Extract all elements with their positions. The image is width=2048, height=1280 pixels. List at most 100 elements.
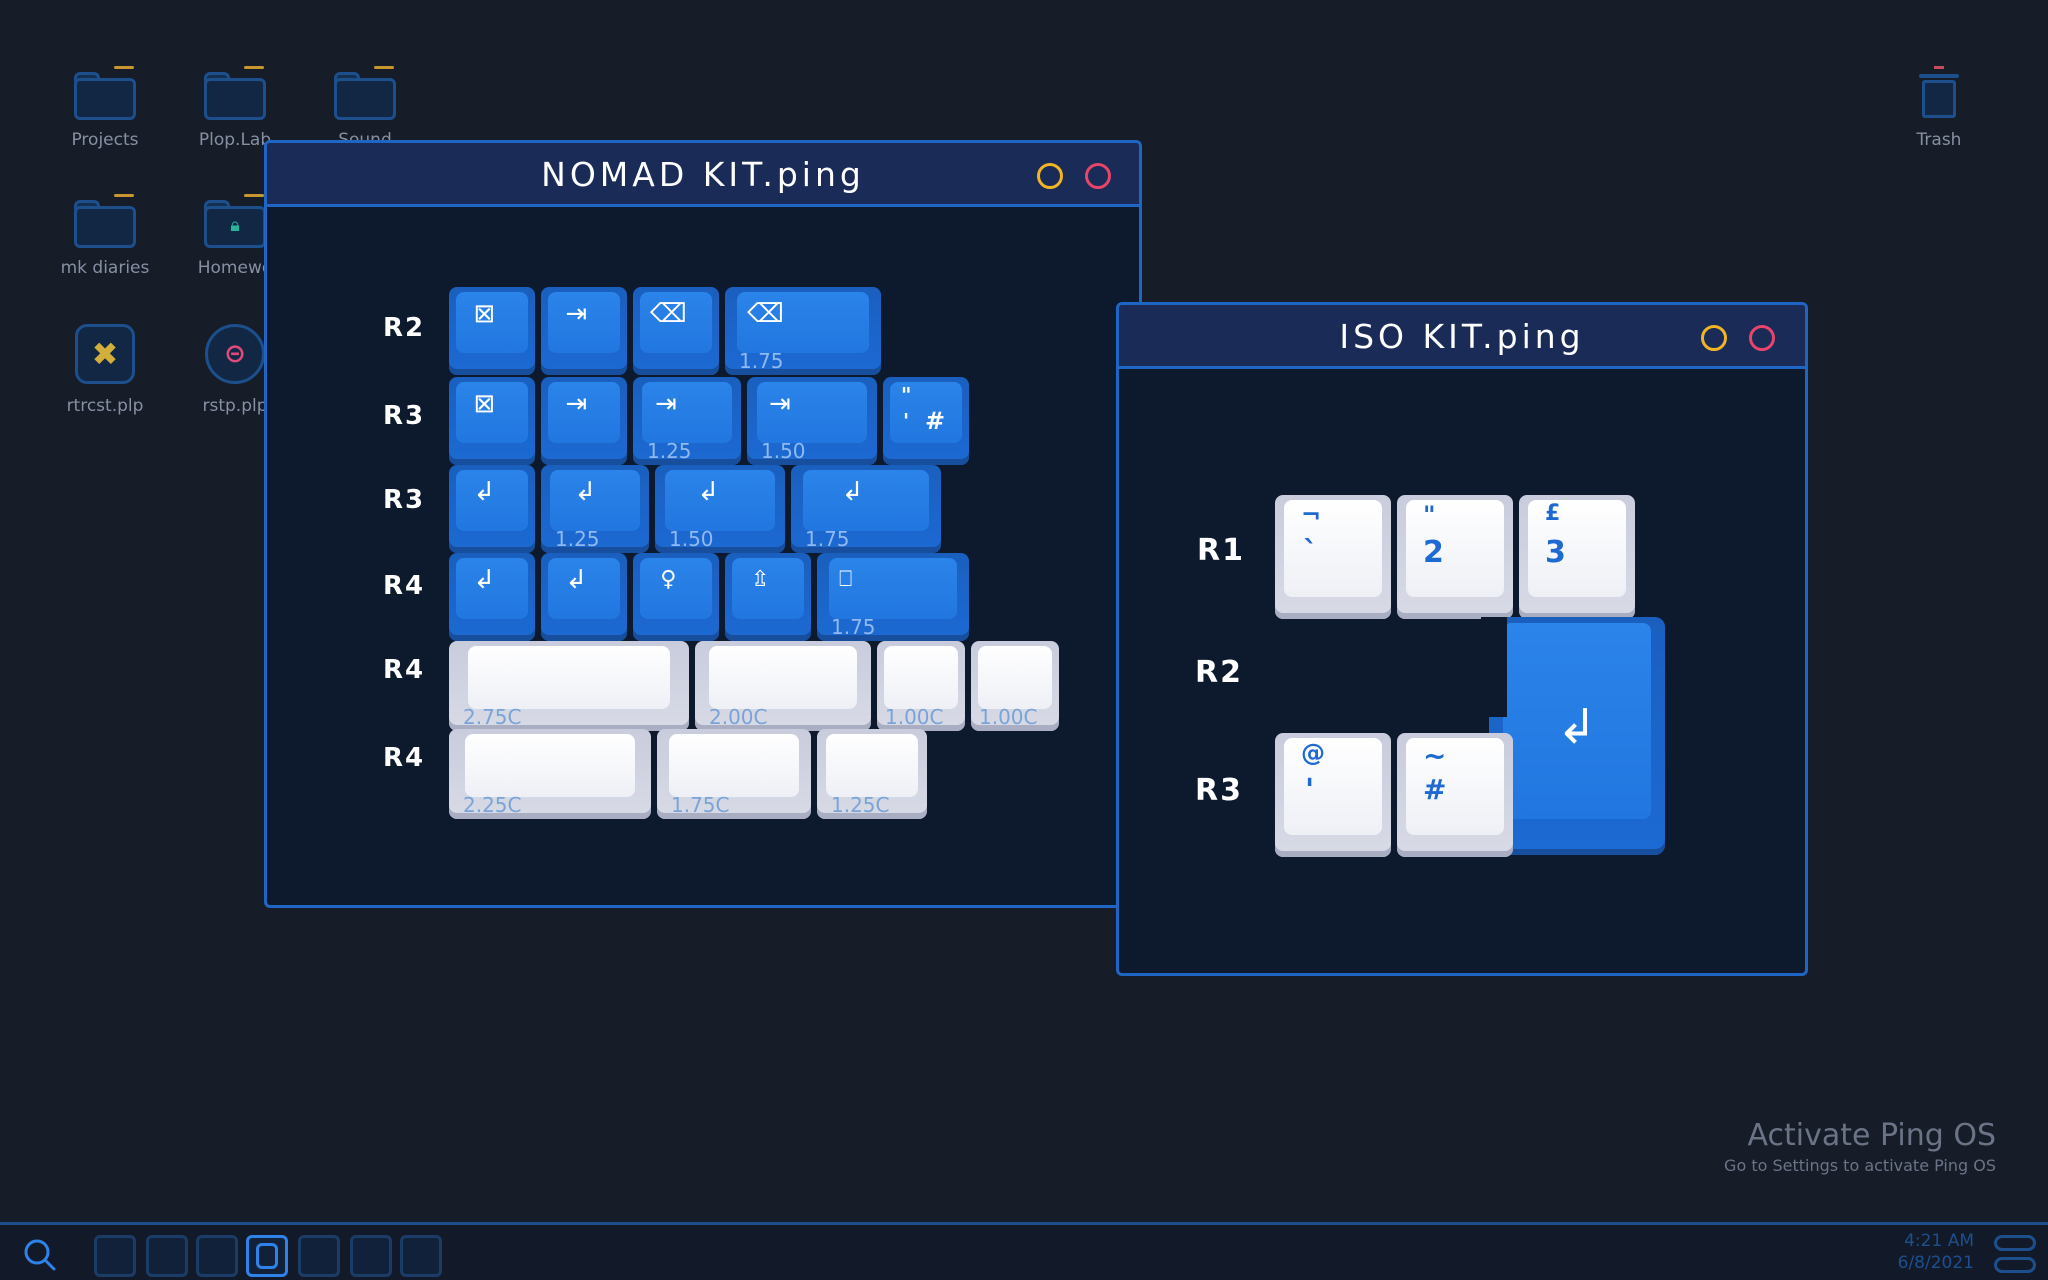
keycap-legend-bottom: ': [1305, 773, 1315, 808]
keycap-legend-top: ": [901, 383, 912, 407]
keycap-lock-175: ⎕ 1.75: [817, 553, 969, 641]
keycap-125: 1.25C: [817, 729, 927, 819]
keycap-175: 1.75C: [657, 729, 811, 819]
enter-icon: ↲: [574, 477, 597, 507]
tab-icon: ⇥: [655, 389, 677, 419]
desktop-icon-projects[interactable]: Projects: [40, 66, 170, 150]
row-label: R4: [383, 571, 426, 601]
taskbar-slot[interactable]: [298, 1235, 340, 1277]
keycap-size-label: 1.75: [739, 349, 784, 373]
keycap-grave: ¬ `: [1275, 495, 1391, 619]
search-icon[interactable]: [22, 1237, 58, 1273]
battery-icon[interactable]: [1994, 1235, 2036, 1251]
desktop-icon-label: Plop.Lab: [198, 130, 272, 150]
taskbar-slot[interactable]: [196, 1235, 238, 1277]
row-label: R4: [383, 743, 426, 773]
keycap-shift: ⇫: [725, 553, 811, 641]
keycap-iso-enter: ↲: [1489, 617, 1665, 855]
keycap-enter: ↲: [541, 553, 627, 641]
row-label: R4: [383, 655, 426, 685]
keycap-legend-top: ¬: [1301, 501, 1322, 529]
iso-kit-window[interactable]: ISO KIT.ping R1 R2 R3 ¬ ` " 2 £ 3 ↲ @ ' …: [1116, 302, 1808, 976]
close-button[interactable]: [1085, 163, 1111, 189]
close-button[interactable]: [1749, 325, 1775, 351]
app-icon: ⊝: [205, 324, 265, 384]
tab-icon: ⇥: [565, 389, 588, 419]
nomad-kit-window[interactable]: NOMAD KIT.ping R2 R3 R3 R4 R4 R4 ⊠ ⇥ ⌫ ⌫…: [264, 140, 1142, 908]
locked-folder-icon: 🔒︎: [202, 194, 268, 248]
window-titlebar[interactable]: NOMAD KIT.ping: [267, 143, 1139, 207]
enter-icon: ↲: [1556, 699, 1598, 755]
desktop-icon-label: mk diaries: [60, 258, 150, 278]
taskbar-slot[interactable]: [400, 1235, 442, 1277]
keycap-legend-bottom: 2: [1423, 535, 1444, 570]
window-titlebar[interactable]: ISO KIT.ping: [1119, 305, 1805, 369]
desktop-icon-sound[interactable]: Sound: [300, 66, 430, 150]
keycap-enter-150: ↲1.50: [655, 465, 785, 553]
clock-time: 4:21 AM: [1904, 1231, 1974, 1251]
lock-icon: 🔒︎: [230, 215, 240, 236]
keycap-legend-top: @: [1301, 739, 1325, 767]
enter-icon: ↲: [473, 477, 496, 507]
minimize-button[interactable]: [1037, 163, 1063, 189]
keycap-backspace-175: ⌫ 1.75: [725, 287, 881, 375]
clock-date: 6/8/2021: [1897, 1253, 1974, 1273]
desktop-icon-label: Projects: [71, 130, 139, 150]
desktop-icon-label: Homewo: [197, 258, 273, 278]
keycap-size-label: 2.00C: [709, 705, 768, 729]
row-label: R3: [1195, 773, 1243, 808]
taskbar-slot[interactable]: [350, 1235, 392, 1277]
desktop-icon-trash[interactable]: Trash: [1874, 66, 2004, 150]
desktop-icon-homework[interactable]: 🔒︎ Homewo: [170, 194, 300, 278]
backspace-icon: ⌫: [747, 299, 784, 329]
taskbar-app-active[interactable]: [246, 1235, 288, 1277]
keycap-legend-bottom: ': [903, 409, 910, 433]
lock-icon: ⎕: [839, 567, 853, 592]
escape-icon: ⊠: [473, 389, 496, 419]
keycap-3: £ 3: [1519, 495, 1635, 619]
keycap-enter-175: ↲1.75: [791, 465, 941, 553]
keycap-user: ♀: [633, 553, 719, 641]
keycap-legend-right: #: [925, 407, 946, 435]
keycap-legend-top: ~: [1423, 739, 1447, 772]
desktop-icon-mk-diaries[interactable]: mk diaries: [40, 194, 170, 278]
desktop-icon-rstp[interactable]: ⊝ rstp.plp: [170, 324, 300, 416]
keycap-size-label: 1.25: [647, 439, 692, 463]
keycap-size-label: 1.00C: [979, 705, 1038, 729]
folder-icon: [202, 66, 268, 120]
desktop-icon-label: rstp.plp: [202, 396, 268, 416]
desktop-icon-label: rtrcst.plp: [66, 396, 144, 416]
tab-icon: ⇥: [769, 389, 791, 419]
keycap-size-label: 1.75C: [671, 793, 730, 817]
tab-icon: ⇥: [565, 299, 588, 329]
keycap-backspace: ⌫: [633, 287, 719, 375]
keycap-size-label: 1.25: [555, 527, 600, 551]
keycap-enter: ↲: [449, 465, 535, 553]
escape-icon: ⊠: [473, 299, 496, 329]
keycap-legend-bottom: 3: [1545, 535, 1566, 570]
desktop-icon-plop-lab[interactable]: Plop.Lab: [170, 66, 300, 150]
keycap-tab: ⇥: [541, 287, 627, 375]
taskbar-slot[interactable]: [146, 1235, 188, 1277]
desktop-icon-rtrcst[interactable]: ✖ rtrcst.plp: [40, 324, 170, 416]
folder-icon: [72, 66, 138, 120]
enter-icon: ↲: [697, 477, 720, 507]
keycap-225: 2.25C: [449, 729, 651, 819]
backspace-icon: ⌫: [649, 299, 687, 329]
activation-subtitle: Go to Settings to activate Ping OS: [1724, 1156, 1996, 1175]
app-icon: ✖: [75, 324, 135, 384]
folder-icon: [72, 194, 138, 248]
keycap-size-label: 1.75: [831, 615, 876, 639]
wifi-icon[interactable]: [1994, 1257, 2036, 1273]
keycap-iso-hash: " ' #: [883, 377, 969, 465]
trash-icon: [1919, 66, 1959, 118]
keycap-2: " 2: [1397, 495, 1513, 619]
keycap-100: 1.00C: [971, 641, 1059, 731]
taskbar-slot[interactable]: [94, 1235, 136, 1277]
keycap-tab-125: ⇥ 1.25: [633, 377, 741, 465]
minimize-button[interactable]: [1701, 325, 1727, 351]
shift-icon: ⇫: [751, 567, 770, 592]
keycap-size-label: 1.25C: [831, 793, 890, 817]
enter-icon: ↲: [473, 565, 496, 595]
row-label: R2: [383, 313, 426, 343]
